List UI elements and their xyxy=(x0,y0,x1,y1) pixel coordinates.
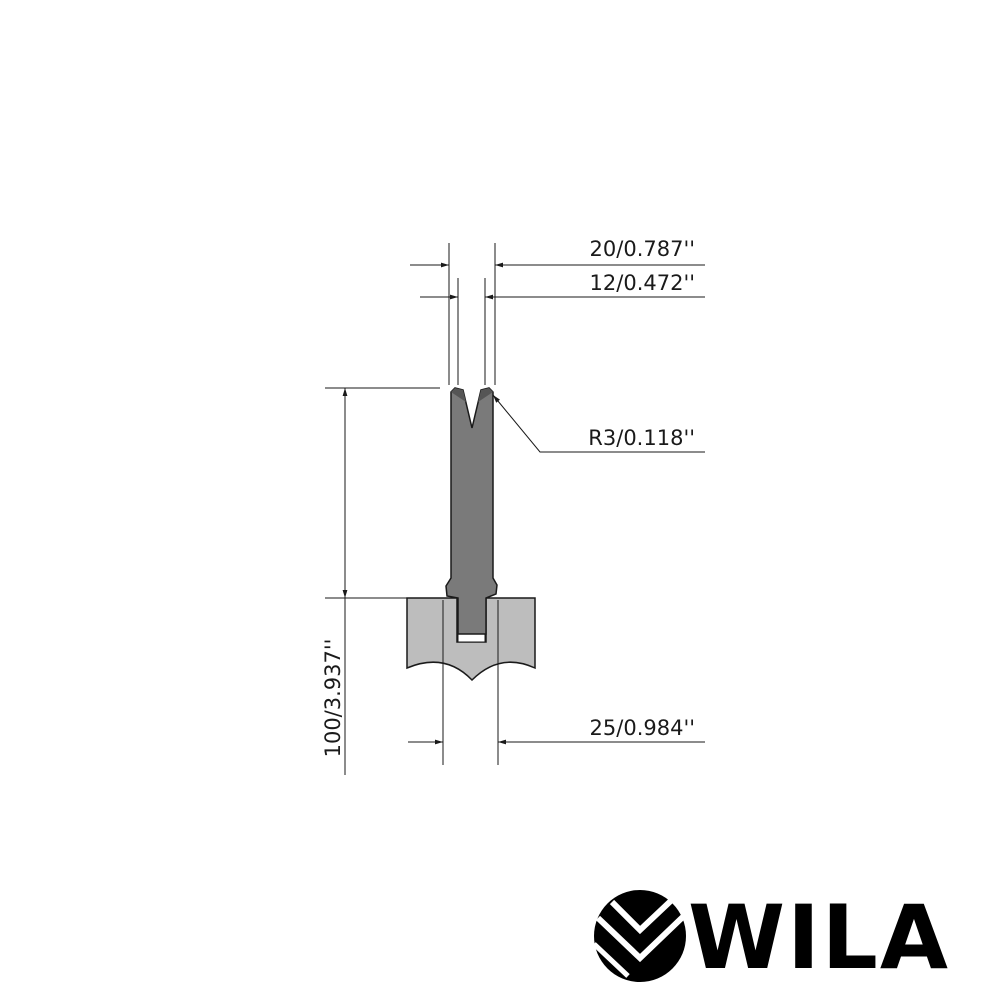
dim-tang-width: 25/0.984'' xyxy=(590,716,695,740)
dim-inner-width: 12/0.472'' xyxy=(590,271,695,295)
slot-gap xyxy=(457,633,486,643)
tool-holder xyxy=(406,597,536,682)
tip-bevel-left xyxy=(451,388,466,402)
punch-tool xyxy=(445,387,498,635)
tip-bevel-right xyxy=(478,388,493,402)
logo-text: WILA xyxy=(688,886,950,989)
dim-height: 100/3.937'' xyxy=(321,639,345,758)
dim-top-width: 20/0.787'' xyxy=(590,237,695,261)
wila-logo: WILA xyxy=(592,886,950,989)
logo-emblem-icon xyxy=(592,890,691,982)
dim-radius: R3/0.118'' xyxy=(588,426,695,450)
